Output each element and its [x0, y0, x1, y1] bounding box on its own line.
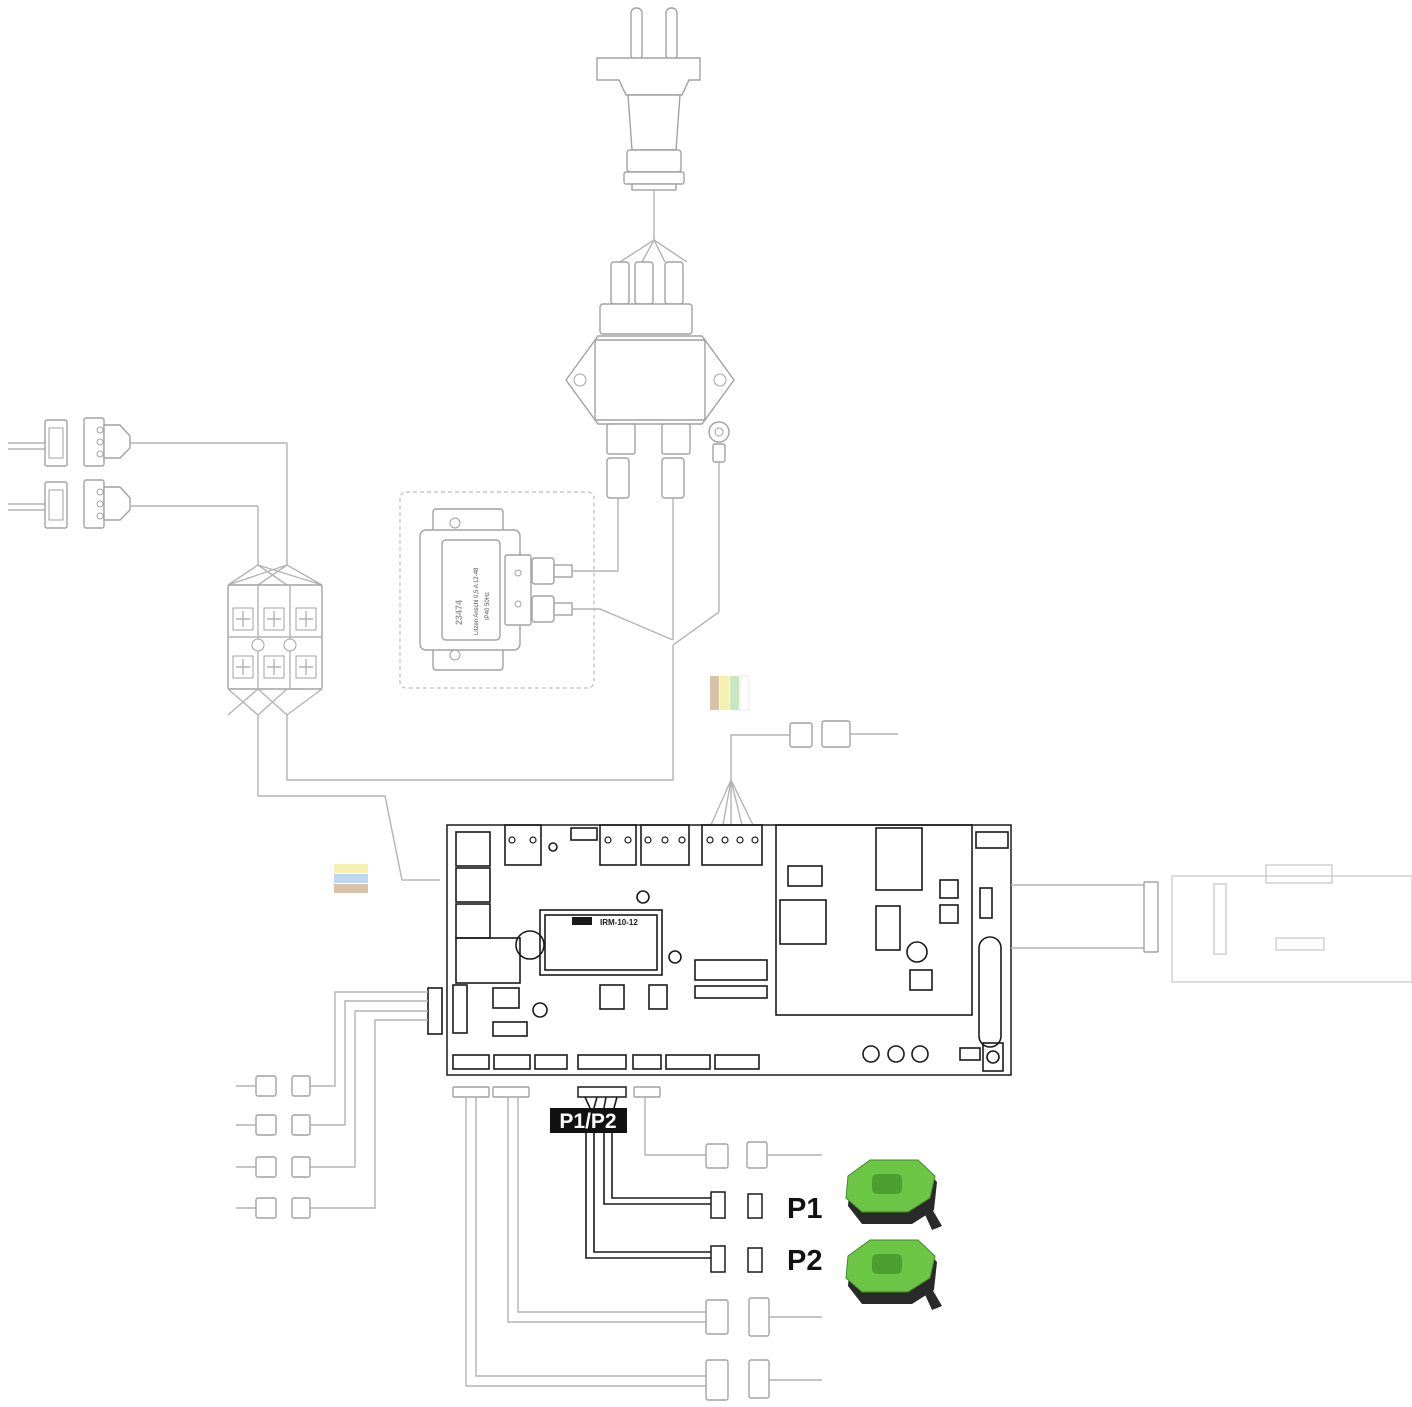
- left-bottom-connectors: [236, 991, 428, 1219]
- transformer-part-code: 23474: [454, 600, 464, 625]
- color-swatches-top: [710, 675, 750, 711]
- mains-filter: [565, 261, 735, 640]
- left-connector-pairs: [8, 417, 288, 565]
- pressure-sensor-p2: [845, 1239, 942, 1310]
- transformer: 23474 Litzen Anschl 0,5 A 12-48 IP40 50H…: [286, 491, 720, 781]
- p1-p2-tag-label: P1/P2: [559, 1110, 616, 1133]
- p1-p2-tag: P1/P2: [550, 1108, 627, 1133]
- main-pcb: IRM-10-12: [427, 824, 1012, 1076]
- p2-label: P2: [787, 1245, 822, 1277]
- display-board: [1011, 864, 1412, 983]
- color-swatches-left: [334, 864, 368, 893]
- transformer-rating-line-1: Litzen Anschl 0,5 A 12-48: [474, 567, 480, 635]
- power-module-label: IRM-10-12: [600, 918, 638, 927]
- pressure-sensor-p1: [845, 1159, 942, 1230]
- terminal-block: [227, 564, 440, 881]
- mains-plug: [596, 7, 701, 263]
- p1-label: P1: [787, 1193, 822, 1225]
- sensor-connector-top: [710, 720, 898, 826]
- transformer-rating-line-2: IP40 50Hz: [485, 592, 491, 620]
- p1-p2-harness: [577, 1086, 763, 1273]
- bottom-connectors: [452, 1086, 822, 1401]
